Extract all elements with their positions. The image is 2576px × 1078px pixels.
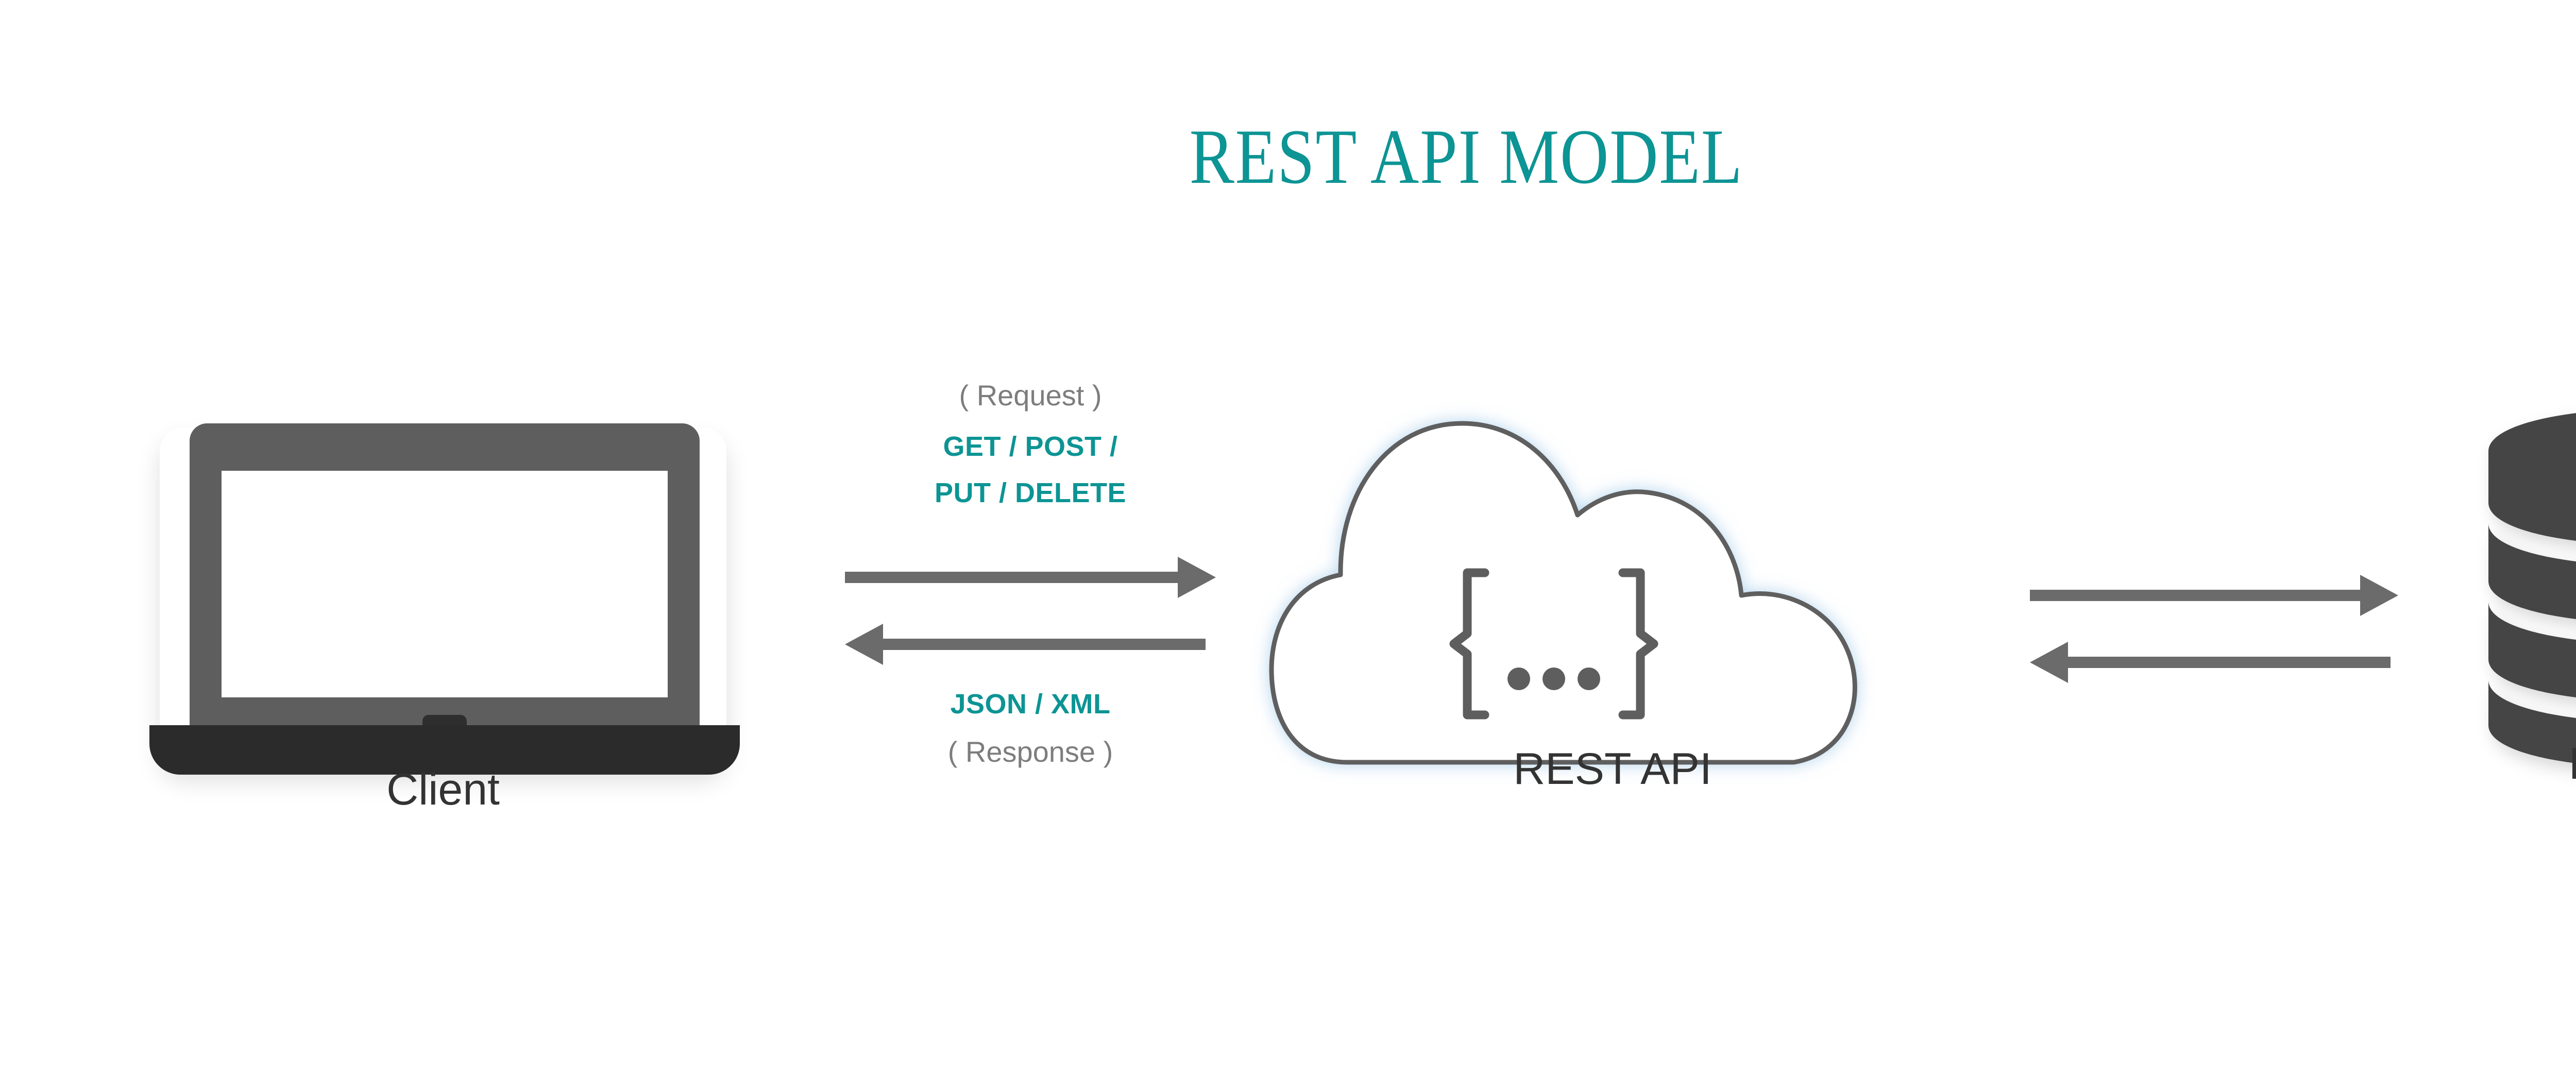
database-body: [2488, 413, 2576, 763]
arrow-shaft: [2030, 590, 2362, 601]
http-methods-line-2: PUT / DELETE: [934, 477, 1127, 508]
request-paren-label: ( Request ): [959, 379, 1102, 412]
node-database: Database: [2468, 391, 2576, 798]
response-paren-label: ( Response ): [947, 735, 1113, 768]
arrow-head-left-icon: [2030, 642, 2068, 683]
response-format-label: JSON / XML: [950, 689, 1111, 720]
client-label: Client: [386, 765, 500, 814]
database-cylinder-icon: [2468, 391, 2576, 773]
rest-api-label: REST API: [1513, 744, 1712, 794]
curly-braces-glyph: [1449, 568, 1658, 720]
laptop-body: [190, 423, 700, 748]
arrow-head-left-icon: [845, 624, 883, 665]
node-rest-api: REST API: [1262, 391, 1963, 803]
arrow-head-right-icon: [1178, 557, 1216, 598]
http-methods-line-1: GET / POST /: [943, 431, 1118, 462]
api-database-flow: [2030, 567, 2401, 700]
cloud-outline: [1269, 421, 1857, 765]
laptop-icon: [144, 412, 742, 803]
node-client: Client: [144, 412, 742, 812]
arrow-shaft: [2066, 657, 2391, 668]
laptop-base: [149, 725, 740, 775]
arrow-head-right-icon: [2360, 575, 2398, 616]
laptop-screen: [222, 471, 668, 697]
page-title: REST API MODEL: [1189, 113, 1743, 200]
client-api-flow: ( Request ) GET / POST / PUT / DELETE JS…: [845, 381, 1216, 773]
database-label: Database: [2432, 742, 2576, 786]
arrow-shaft: [881, 639, 1206, 650]
cloud-icon: [1262, 391, 1963, 783]
ellipsis-dots: [1507, 668, 1600, 690]
arrow-shaft: [845, 572, 1180, 583]
